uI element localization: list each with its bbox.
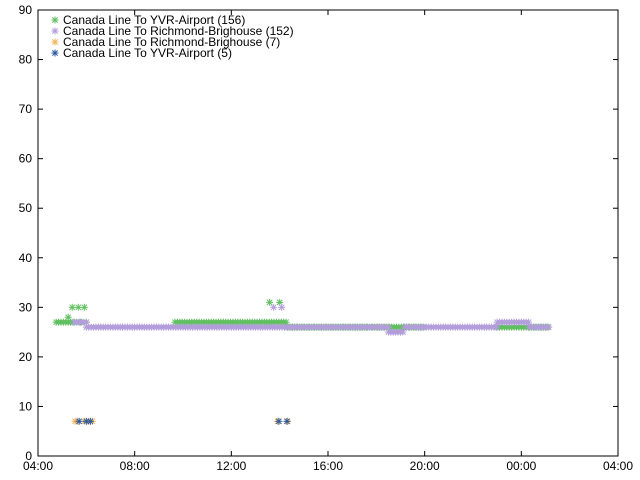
y-tick-label: 50 — [19, 201, 33, 215]
data-point — [74, 303, 82, 311]
x-tick-label: 04:00 — [603, 459, 633, 473]
x-axis: 04:00 08:00 12:00 16:00 20:00 00:00 04:00 — [23, 10, 633, 473]
y-tick-label: 80 — [19, 53, 33, 67]
legend-marker — [51, 38, 59, 46]
data-point — [266, 298, 274, 306]
y-tick-label: 60 — [19, 152, 33, 166]
legend-marker — [51, 16, 59, 24]
legend: Canada Line To YVR-Airport (156)Canada L… — [51, 13, 294, 60]
x-tick-label: 16:00 — [313, 459, 343, 473]
x-tick-label: 12:00 — [216, 459, 246, 473]
data-point — [525, 318, 533, 326]
x-tick-label: 04:00 — [23, 459, 53, 473]
data-point — [545, 323, 553, 331]
y-tick-label: 40 — [19, 251, 33, 265]
data-point — [270, 303, 278, 311]
y-tick-label: 70 — [19, 102, 33, 116]
legend-marker — [51, 27, 59, 35]
data-marks — [52, 298, 553, 425]
legend-label: Canada Line To Richmond-Brighouse (7) — [63, 35, 280, 49]
legend-label: Canada Line To YVR-Airport (5) — [63, 46, 232, 60]
x-tick-label: 20:00 — [410, 459, 440, 473]
data-point — [68, 303, 76, 311]
data-point — [399, 328, 407, 336]
plot-area — [37, 9, 619, 457]
x-tick-label: 08:00 — [120, 459, 150, 473]
x-tick-label: 00:00 — [506, 459, 536, 473]
y-tick-label: 0 — [25, 449, 32, 463]
y-axis: 0 10 20 30 40 50 60 70 80 90 — [19, 3, 618, 463]
data-point — [64, 313, 72, 321]
data-point — [283, 417, 291, 425]
legend-marker — [51, 49, 59, 57]
series-2 — [70, 303, 553, 336]
data-point — [275, 417, 283, 425]
y-tick-label: 30 — [19, 300, 33, 314]
data-point — [282, 318, 290, 326]
y-tick-label: 20 — [19, 350, 33, 364]
data-point — [80, 303, 88, 311]
y-tick-label: 90 — [19, 3, 33, 17]
legend-label: Canada Line To Richmond-Brighouse (152) — [63, 24, 294, 38]
series-4 — [75, 417, 291, 425]
data-point — [278, 303, 286, 311]
legend-label: Canada Line To YVR-Airport (156) — [63, 13, 245, 27]
data-point — [86, 417, 94, 425]
data-point — [384, 323, 392, 331]
data-point — [75, 417, 83, 425]
data-point — [492, 323, 500, 331]
y-tick-label: 10 — [19, 399, 33, 413]
